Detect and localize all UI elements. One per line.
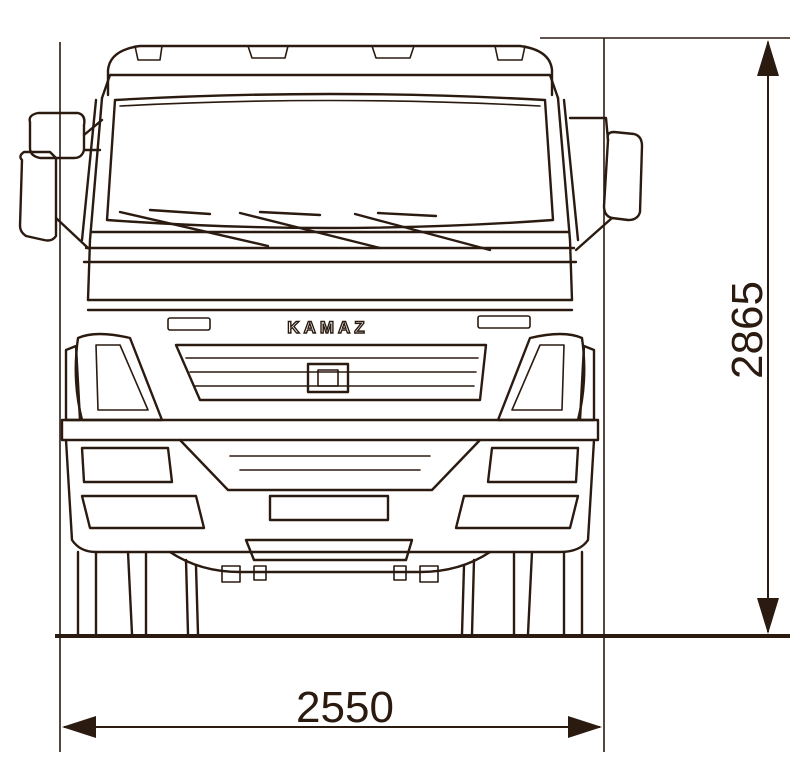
roof-lights xyxy=(134,45,526,61)
left-headlight xyxy=(74,332,164,422)
side-indicators xyxy=(64,344,596,422)
right-mirror xyxy=(568,116,644,252)
sun-visor xyxy=(100,73,560,100)
left-lower-lamp xyxy=(80,494,206,530)
bumper-body xyxy=(64,438,596,554)
right-fog-lamp xyxy=(486,446,580,484)
grille-frame xyxy=(174,343,488,402)
cab-side-edges xyxy=(80,98,580,242)
left-inner-wheel xyxy=(184,558,200,636)
brand-logo-text: KAMAZ xyxy=(287,318,368,337)
license-plate xyxy=(268,494,390,522)
right-lower-lamp xyxy=(454,494,580,530)
grille-bars xyxy=(185,357,479,387)
right-headlight xyxy=(496,332,586,422)
height-dimension: 2865 xyxy=(723,40,779,634)
tow-hooks xyxy=(221,565,439,583)
bumper-center-recess xyxy=(178,438,482,492)
left-fog-lamp xyxy=(80,446,174,484)
cab-sides xyxy=(86,96,574,302)
left-mirror xyxy=(18,111,104,250)
windshield xyxy=(105,92,555,230)
left-marker-light xyxy=(167,317,211,331)
height-dimension-label: 2865 xyxy=(723,281,772,379)
grille-emblem-inner xyxy=(317,369,339,387)
bumper-slats xyxy=(229,455,431,471)
width-dimension-label: 2550 xyxy=(296,683,394,732)
right-marker-light xyxy=(477,315,531,329)
tow-bar xyxy=(244,538,414,562)
underbody-skid xyxy=(168,550,492,574)
left-wheel xyxy=(76,550,148,636)
cab-roof xyxy=(106,44,554,97)
right-headlight-lens xyxy=(511,344,565,411)
left-headlight-lens xyxy=(95,344,149,411)
right-inner-wheel xyxy=(460,558,476,636)
width-dimension: 2550 xyxy=(62,683,602,738)
wipers xyxy=(118,208,492,252)
truck-outline: KAMAZ xyxy=(18,44,644,636)
bumper-top xyxy=(60,418,600,442)
fascia-top xyxy=(86,298,574,312)
right-wheel xyxy=(512,550,584,636)
windshield-inner-top xyxy=(119,99,541,107)
grille-emblem xyxy=(306,362,350,394)
windshield-lower-frame xyxy=(82,230,578,264)
